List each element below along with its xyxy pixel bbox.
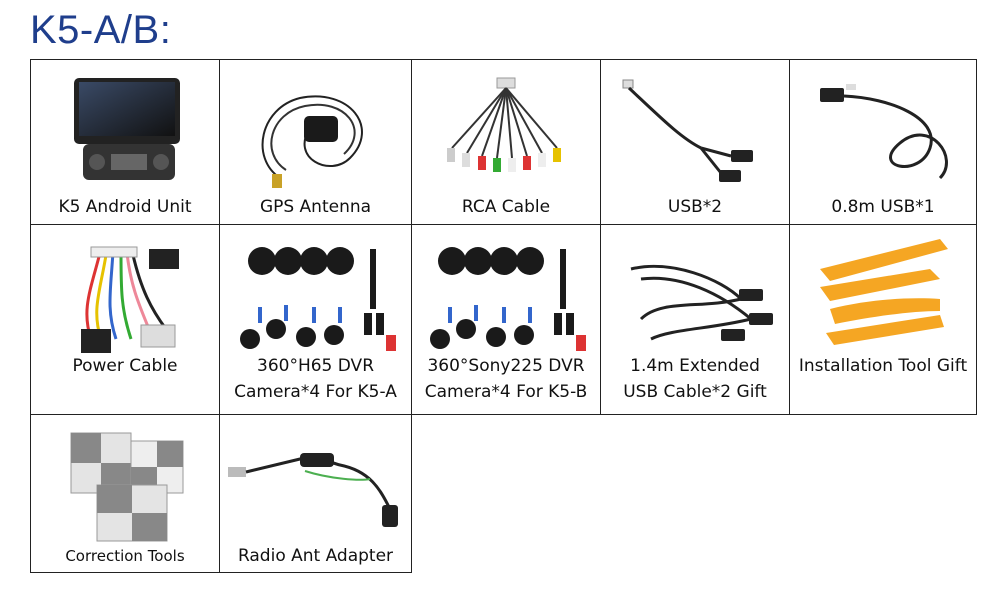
installation-tool-image	[820, 239, 948, 345]
usb-0-8m-image	[820, 84, 948, 180]
power-cable-image	[81, 246, 179, 353]
android-unit-image	[74, 78, 180, 180]
item-usb-0-8m: 0.8m USB*1	[789, 59, 977, 225]
item-label: 0.8m USB*1	[831, 197, 935, 217]
h65-camera-kit-image	[240, 247, 396, 351]
rca-cable-image	[447, 77, 561, 172]
item-rca-cable: RCA Cable	[411, 59, 601, 225]
item-installation-tool: Installation Tool Gift	[789, 224, 977, 415]
item-label-line2: Camera*4 For K5-A	[234, 382, 397, 402]
item-label: Installation Tool Gift	[798, 356, 968, 376]
item-usb-2: USB*2	[600, 59, 790, 225]
item-label: Correction Tools	[65, 547, 185, 565]
item-h65-dvr-camera: 360°H65 DVR Camera*4 For K5-A	[219, 224, 412, 415]
page-title: K5-A/B:	[30, 8, 172, 52]
usb-cable-image	[622, 79, 753, 182]
item-label: 1.4m Extended	[630, 356, 760, 376]
item-power-cable: Power Cable	[30, 224, 220, 415]
item-label: RCA Cable	[461, 197, 551, 217]
correction-tools-image	[70, 432, 184, 542]
item-gps-antenna: GPS Antenna	[219, 59, 412, 225]
item-extended-usb-cable: 1.4m Extended USB Cable*2 Gift	[600, 224, 790, 415]
item-label: 360°Sony225 DVR	[427, 356, 585, 376]
item-correction-tools: Correction Tools	[30, 414, 220, 573]
item-label: Radio Ant Adapter	[237, 546, 394, 566]
item-android-unit: K5 Android Unit	[30, 59, 220, 225]
gps-antenna-image	[261, 95, 363, 188]
extended-usb-image	[630, 264, 773, 341]
item-label: USB*2	[667, 197, 723, 217]
item-label-line2: USB Cable*2 Gift	[623, 382, 767, 402]
sony225-camera-kit-image	[430, 247, 586, 351]
item-radio-ant-adapter: Radio Ant Adapter	[219, 414, 412, 573]
package-contents-grid: K5 Android Unit GPS Antenna	[30, 59, 977, 573]
item-label: 360°H65 DVR	[257, 356, 374, 376]
item-label-line2: Camera*4 For K5-B	[424, 382, 588, 402]
item-sony225-dvr-camera: 360°Sony225 DVR Camera*4 For K5-B	[411, 224, 601, 415]
item-label: GPS Antenna	[259, 197, 372, 217]
item-label: K5 Android Unit	[58, 197, 192, 217]
item-label: Power Cable	[72, 356, 178, 376]
radio-ant-adapter-image	[228, 453, 398, 527]
